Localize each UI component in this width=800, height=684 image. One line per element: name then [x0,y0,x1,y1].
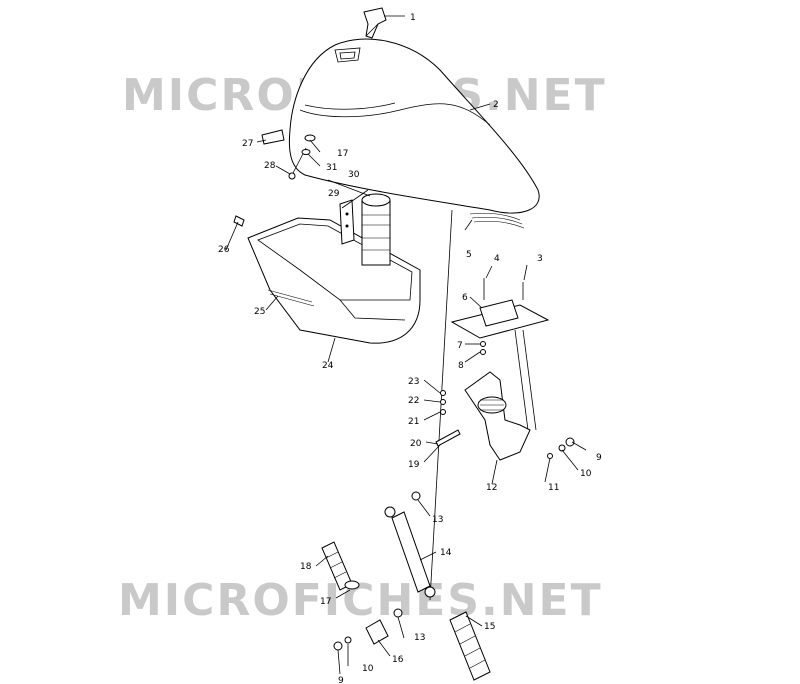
callout-31: 31 [326,163,337,173]
callout-23: 23 [408,377,419,387]
leader-lines [225,15,587,675]
steering-post-part [429,209,537,601]
bracket-part [339,199,355,245]
callout-11: 11 [548,483,559,493]
callout-5: 5 [466,250,472,260]
callout-25: 25 [254,307,265,317]
callout-9-right: 9 [596,453,602,463]
callout-22: 22 [408,396,419,406]
bolt-pair-part [483,278,524,300]
canister-part [361,193,391,266]
callout-27: 27 [242,139,253,149]
callout-9-lower: 9 [338,676,344,684]
washer-upper-part [301,134,316,155]
callout-1: 1 [410,13,416,23]
clip-part [233,215,245,227]
storage-tub-part [247,217,421,344]
callout-20: 20 [410,439,422,449]
nut-stack-part [480,341,486,355]
washer-lower-part [344,580,360,590]
small-hardware-part [440,390,446,415]
callout-labels: 1 2 3 4 5 6 7 8 9 9 10 10 11 12 13 13 14… [218,13,602,684]
steering-arm-part [464,371,531,461]
callout-10-right: 10 [580,469,592,479]
callout-16: 16 [392,655,404,665]
callout-6: 6 [462,293,468,303]
callout-13-lower: 13 [414,633,425,643]
callout-3: 3 [537,254,543,264]
callout-15: 15 [484,622,495,632]
callout-14: 14 [440,548,452,558]
pad-part [261,129,285,145]
trim-strip-part [267,289,315,307]
callout-17-upper: 17 [337,149,348,159]
pin-part [435,429,461,447]
callout-12: 12 [486,483,497,493]
callout-17-lower: 17 [320,597,331,607]
grip-right-part [449,611,491,681]
ball-joint-upper-part [411,491,421,501]
linkage-rod-part [384,506,436,598]
mounting-plate-part [450,299,550,339]
seal-strip-part [469,212,525,229]
watermark-bottom: MICROFICHES.NET [118,575,603,626]
callout-26: 26 [218,245,230,255]
callout-19: 19 [408,460,420,470]
callout-13-upper: 13 [432,515,443,525]
callout-21: 21 [408,417,419,427]
callout-24: 24 [322,361,334,371]
callout-28: 28 [264,161,276,171]
ball-joint-lower-part [393,608,403,618]
callout-4: 4 [494,254,500,264]
callout-30: 30 [348,170,360,180]
callout-18: 18 [300,562,312,572]
hood-cover-part [288,38,540,214]
latch-part [363,7,387,39]
callout-10-lower: 10 [362,664,374,674]
callout-2: 2 [493,100,499,110]
callout-7: 7 [457,341,463,351]
lower-fastener-part [333,636,352,651]
callout-8: 8 [458,361,464,371]
bracket-lower-part [365,619,389,645]
callout-29: 29 [328,189,340,199]
right-fastener-part [547,437,575,459]
